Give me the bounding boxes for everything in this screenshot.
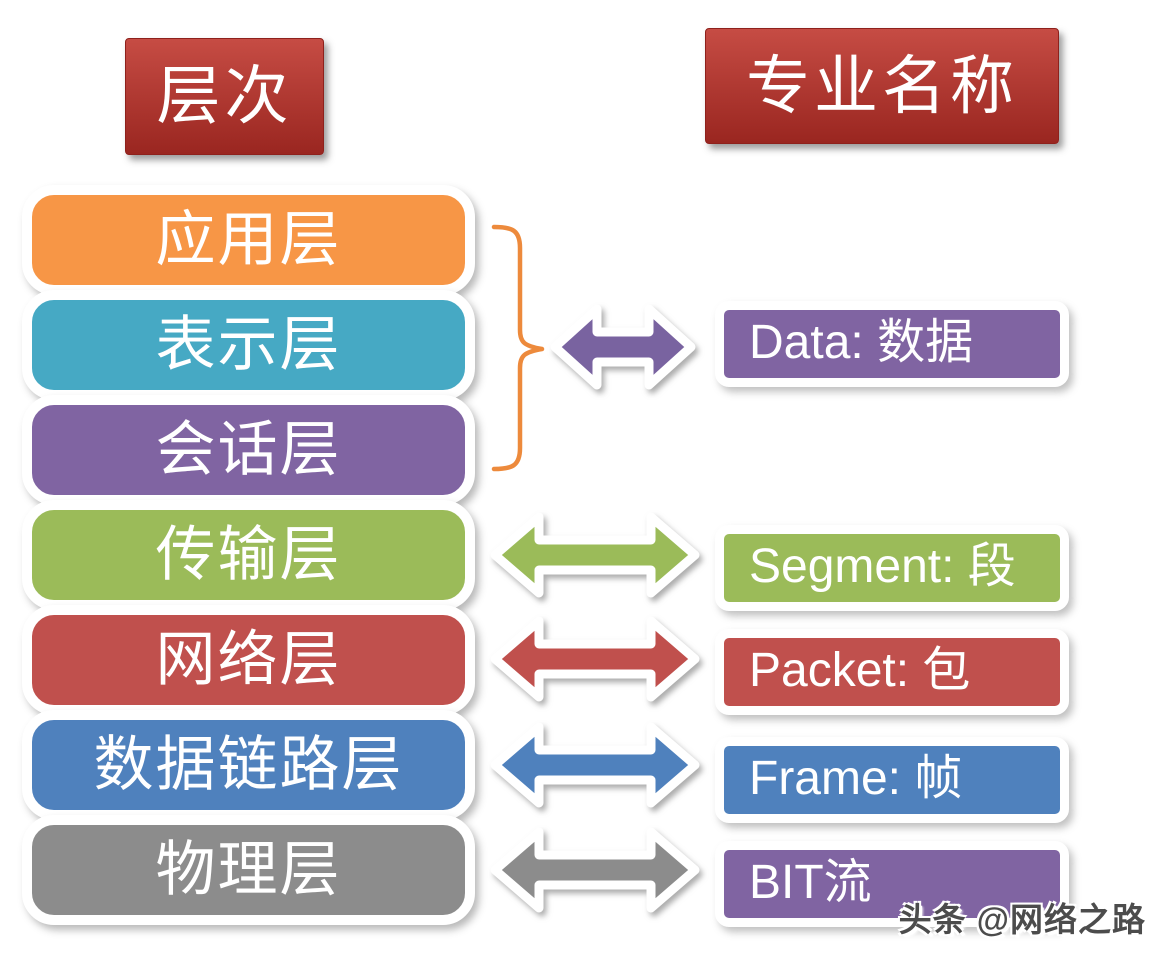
watermark-text: 头条 @网络之路 (898, 901, 1146, 938)
layer-label-physical: 物理层 (155, 836, 342, 903)
pdu-box-bitstream: BIT流 (715, 841, 1069, 927)
pdu-label-frame: Frame: 帧 (749, 752, 963, 805)
layer-box-physical: 物理层 (22, 815, 475, 925)
double-arrow-icon-bitstream (490, 827, 700, 913)
header-badge-layers: 层次 (125, 38, 324, 155)
layer-label-datalink: 数据链路层 (93, 731, 404, 798)
layer-box-application: 应用层 (22, 185, 475, 295)
layer-label-transport: 传输层 (155, 521, 342, 588)
pdu-label-segment: Segment: 段 (749, 540, 1016, 593)
layer-box-transport: 传输层 (22, 500, 475, 610)
double-arrow-icon-segment (490, 512, 700, 598)
layer-box-network: 网络层 (22, 605, 475, 715)
layer-box-presentation: 表示层 (22, 290, 475, 400)
pdu-box-packet: Packet: 包 (715, 629, 1069, 715)
layer-label-session: 会话层 (155, 416, 342, 483)
layer-label-network: 网络层 (155, 626, 342, 693)
pdu-label-bitstream: BIT流 (749, 856, 872, 909)
grouping-brace-icon (491, 224, 545, 472)
layer-box-datalink: 数据链路层 (22, 710, 475, 820)
pdu-label-packet: Packet: 包 (749, 644, 971, 697)
pdu-label-data: Data: 数据 (749, 316, 974, 369)
header-layers-label: 层次 (156, 60, 293, 132)
layer-label-application: 应用层 (155, 206, 342, 273)
header-badge-names: 专业名称 (705, 28, 1059, 144)
header-names-label: 专业名称 (746, 50, 1018, 122)
layer-box-session: 会话层 (22, 395, 475, 505)
double-arrow-icon-data (550, 304, 696, 390)
pdu-box-frame: Frame: 帧 (715, 737, 1069, 823)
pdu-box-segment: Segment: 段 (715, 525, 1069, 611)
double-arrow-icon-frame (490, 722, 700, 808)
double-arrow-icon-packet (490, 616, 700, 702)
layer-label-presentation: 表示层 (155, 311, 342, 378)
pdu-box-data: Data: 数据 (715, 301, 1069, 387)
